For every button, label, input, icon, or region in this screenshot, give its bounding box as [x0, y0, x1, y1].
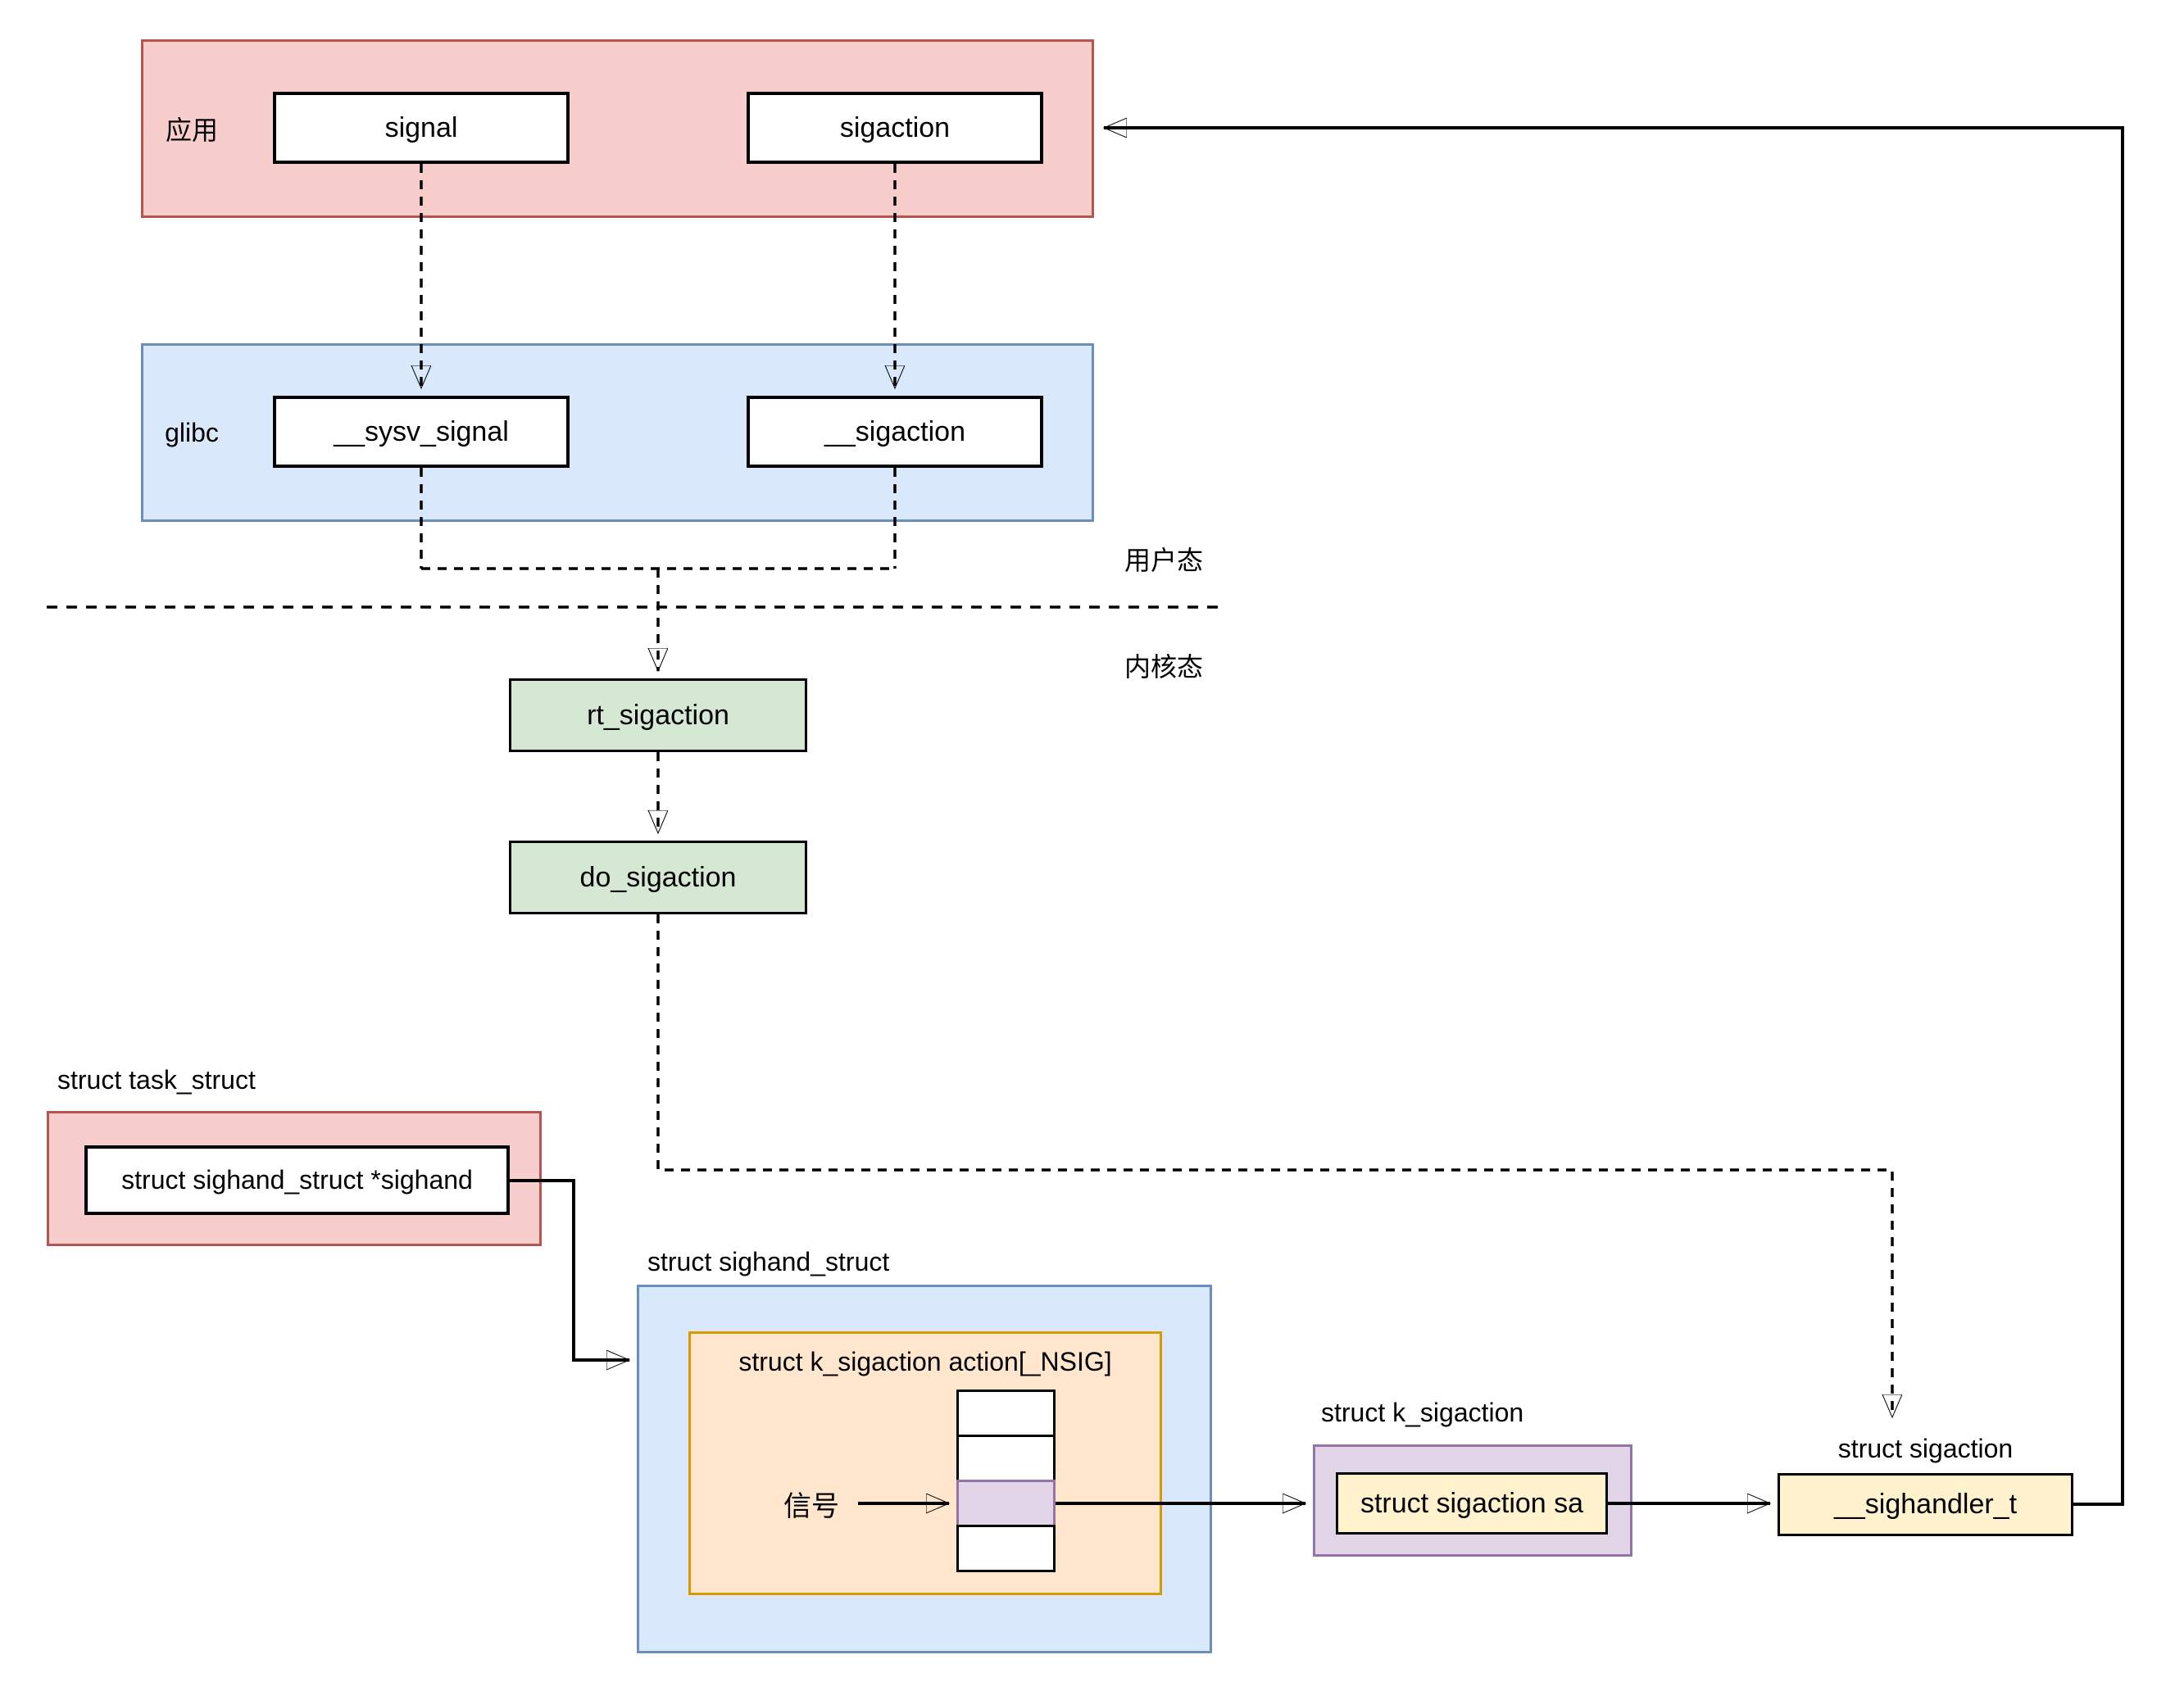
k-sigaction-title: struct k_sigaction: [1321, 1398, 1524, 1427]
sigaction-sa-field: struct sigaction sa: [1336, 1472, 1608, 1535]
glibc-sigaction-node: __sigaction: [747, 396, 1043, 468]
sigaction-title: struct sigaction: [1837, 1433, 2014, 1463]
user-mode-label: 用户态: [1124, 546, 1203, 575]
app-layer-label: 应用: [165, 116, 218, 145]
connector-sighandler-return: [1104, 128, 2124, 1506]
do-sigaction-node: do_sigaction: [509, 841, 807, 914]
sighand-pointer-field: struct sighand_struct *sighand: [84, 1145, 510, 1215]
array-cell-selected: [956, 1480, 1056, 1527]
sigaction-node: sigaction: [747, 92, 1043, 164]
sysv-signal-node: __sysv_signal: [273, 396, 570, 468]
kernel-mode-label: 内核态: [1124, 652, 1203, 682]
array-cell: [956, 1435, 1056, 1482]
array-cell: [956, 1525, 1056, 1572]
rt-sigaction-node: rt_sigaction: [509, 678, 807, 752]
k-sigaction-array-label: struct k_sigaction action[_NSIG]: [738, 1346, 1112, 1376]
signal-node: signal: [273, 92, 570, 164]
signal-index-label: 信号: [783, 1490, 839, 1522]
task-struct-title: struct task_struct: [57, 1065, 256, 1095]
sighandler-t-field: __sighandler_t: [1778, 1473, 2073, 1536]
array-cell: [956, 1390, 1056, 1437]
sighand-struct-title: struct sighand_struct: [647, 1247, 890, 1276]
glibc-layer-label: glibc: [165, 417, 219, 447]
